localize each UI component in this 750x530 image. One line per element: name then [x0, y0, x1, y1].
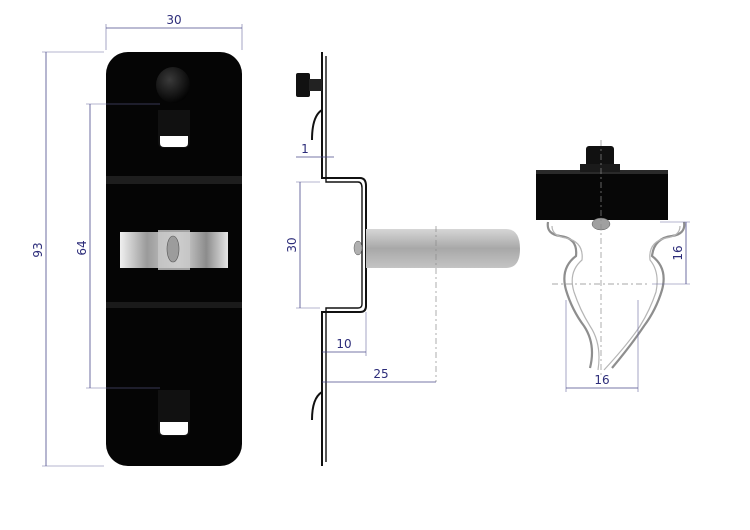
front-dimensions: 30 93 64 — [31, 13, 243, 467]
bottom-hook — [311, 391, 323, 421]
top-hook — [311, 109, 323, 141]
end-stud-base — [580, 164, 620, 172]
bottom-slot-highlight — [160, 422, 188, 435]
dim-slot-spacing: 64 — [75, 240, 89, 255]
spring-clip-icon — [546, 221, 594, 369]
plate-bend-band — [106, 176, 242, 184]
side-rivet — [353, 240, 363, 256]
mushroom-stud-icon — [156, 67, 190, 103]
dim-end-height: 16 — [671, 245, 685, 260]
side-dimensions: 1 30 10 25 — [285, 142, 436, 383]
dim-front-height: 93 — [31, 242, 45, 257]
strip-rivet — [166, 235, 180, 263]
side-plate-profile-inner — [325, 56, 363, 462]
side-view — [296, 52, 520, 466]
dim-end-width: 16 — [594, 373, 609, 387]
dim-side-thickness: 1 — [301, 142, 309, 156]
plate-bend-band-lower — [106, 302, 242, 308]
spring-clip-inner — [551, 225, 600, 371]
side-spring-strip — [366, 229, 520, 268]
dim-side-depth: 10 — [336, 337, 351, 351]
side-plate-profile — [321, 52, 367, 466]
top-slot-highlight — [160, 136, 188, 147]
spring-clip-right — [611, 221, 686, 369]
dim-front-width: 30 — [166, 13, 181, 27]
end-view — [536, 140, 686, 376]
dim-side-offset-height: 30 — [285, 237, 299, 252]
end-dimensions: 16 16 — [565, 221, 690, 392]
front-view — [106, 52, 242, 466]
spring-clip-inner-right — [603, 225, 681, 371]
side-stud-cap — [296, 73, 310, 97]
dim-side-reach: 25 — [373, 367, 388, 381]
end-block — [536, 170, 668, 220]
side-stud-neck — [309, 79, 322, 91]
